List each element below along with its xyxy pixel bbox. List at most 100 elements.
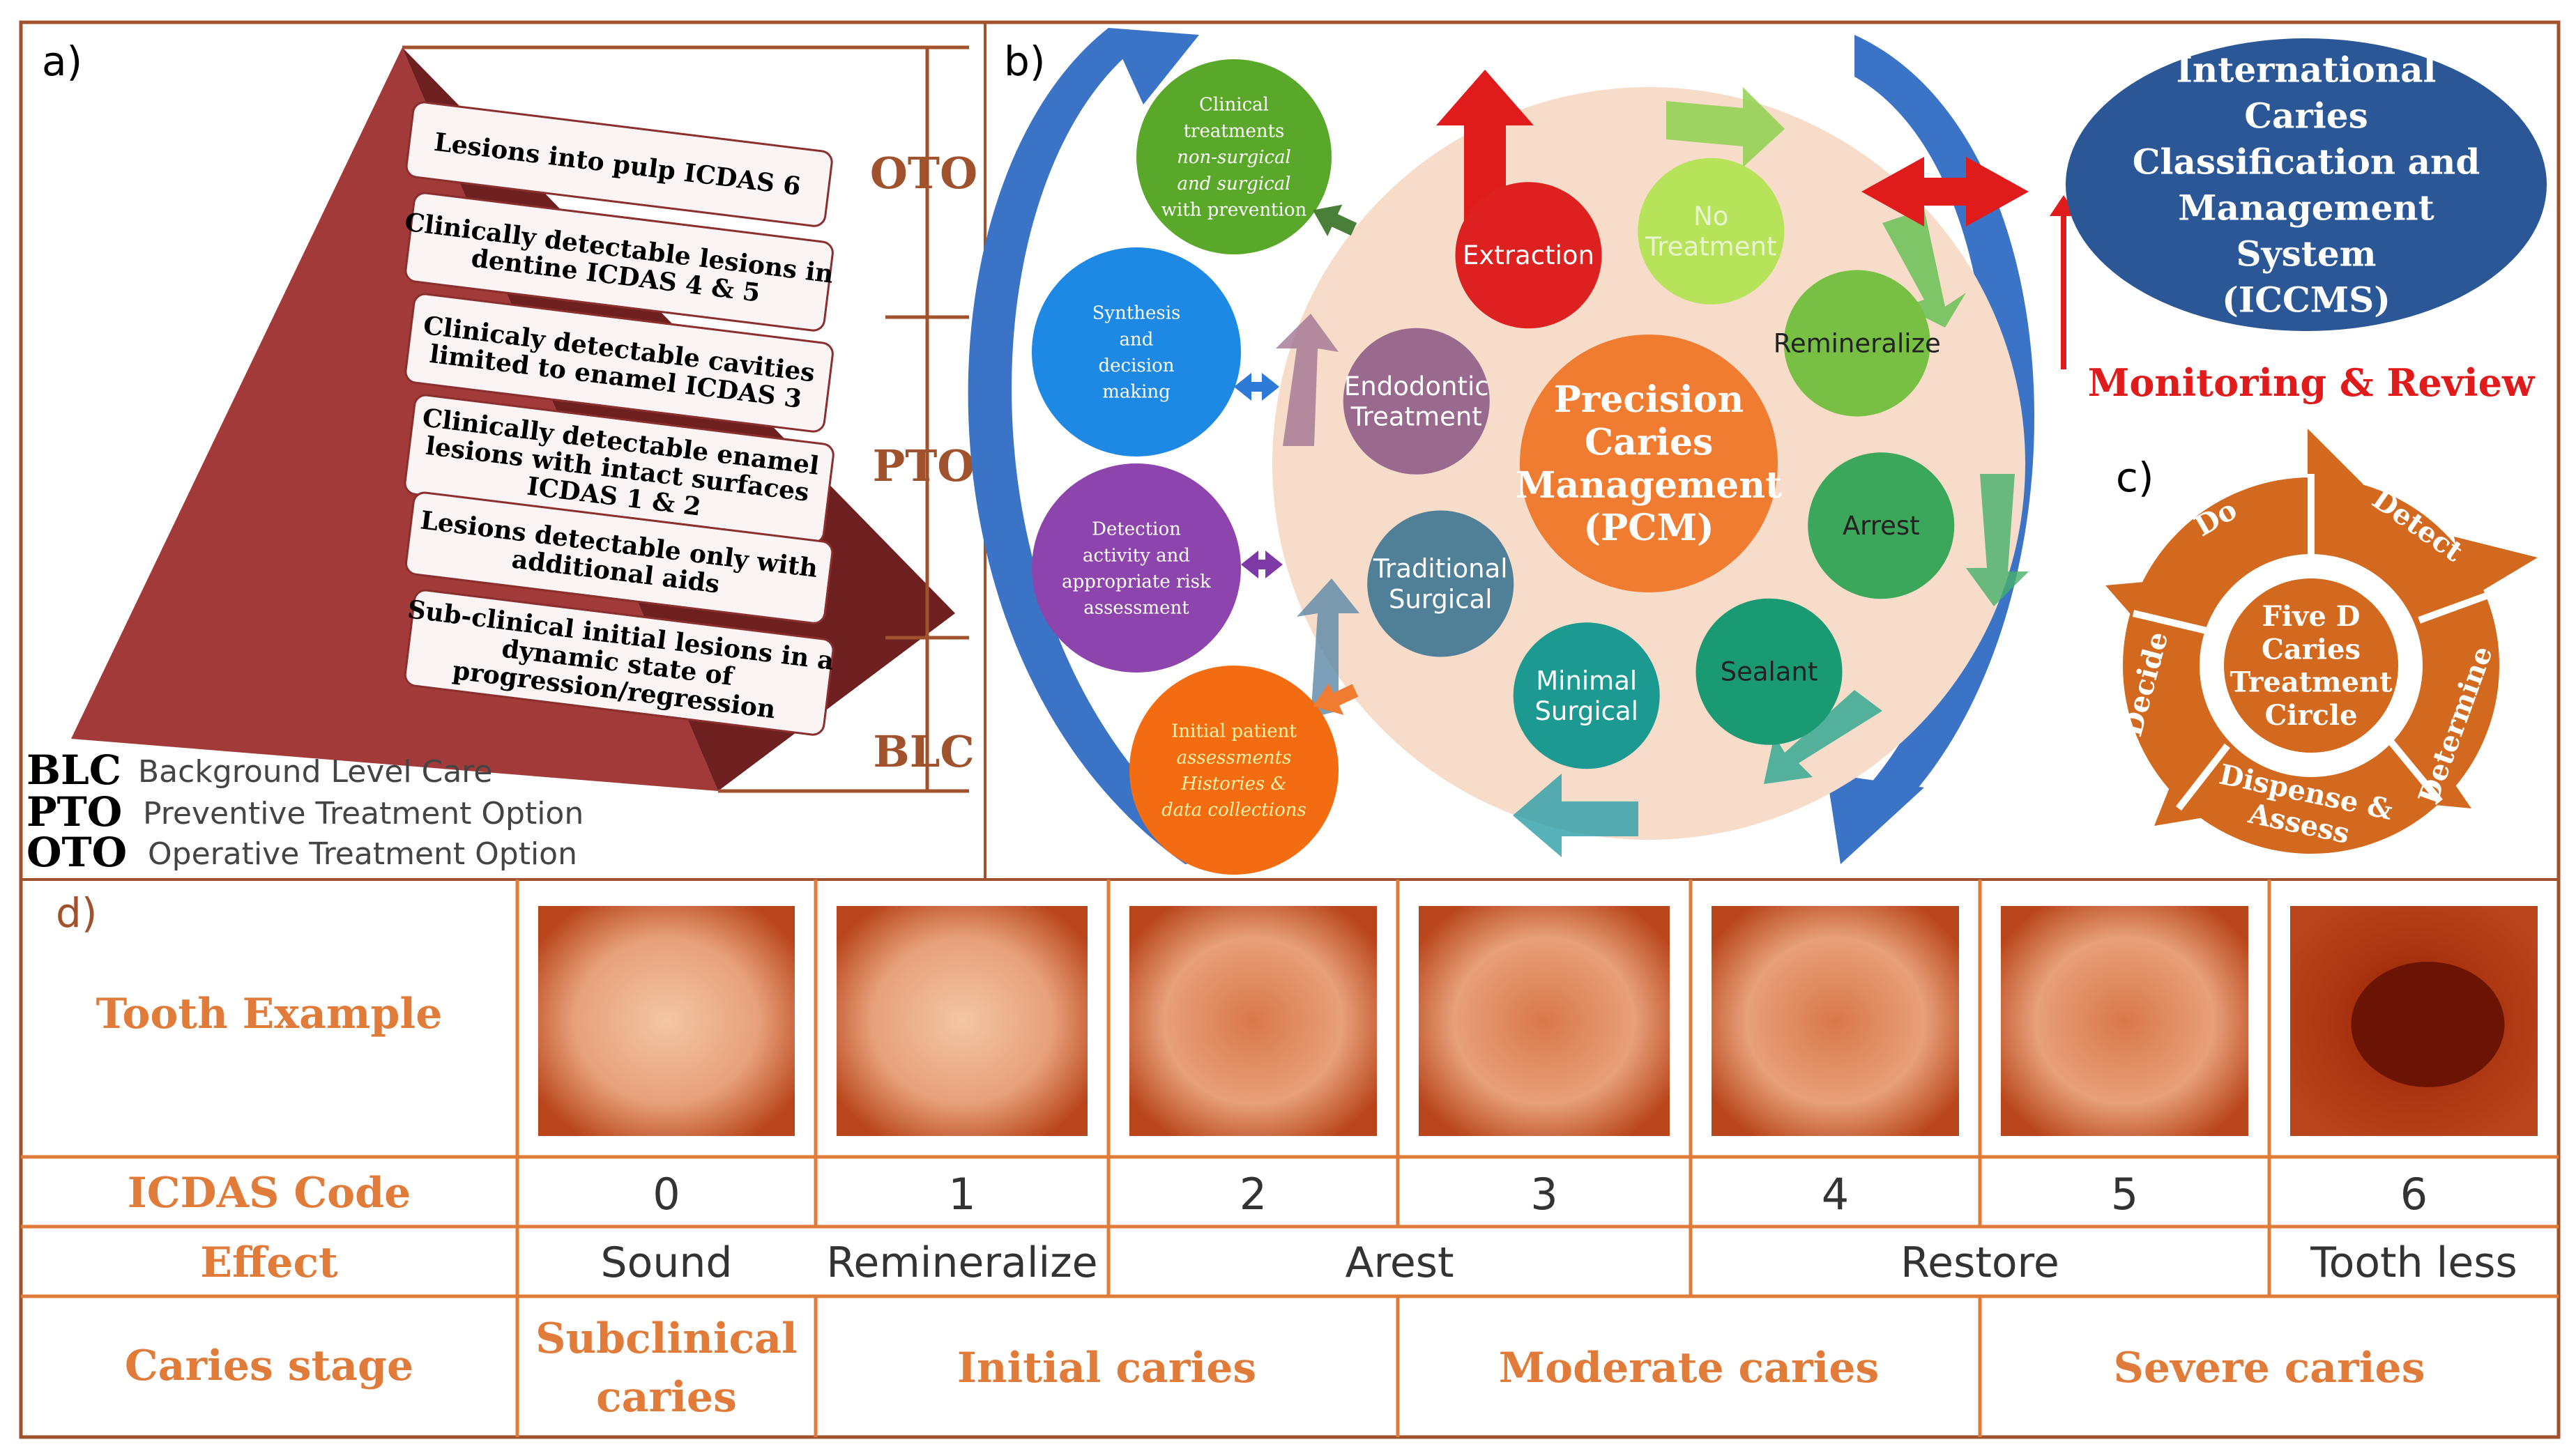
pcm-ring-label-line: No — [1693, 201, 1728, 231]
caries-stage-cell-line: Severe caries — [2114, 1344, 2425, 1392]
pcm-ring-label-line: Treatment — [1350, 401, 1482, 431]
pcm-ring-label-line: Extraction — [1463, 240, 1594, 270]
outer-cycle-arrow-left — [968, 28, 1227, 864]
pyramid-level: Clinically detectable lesions indentine … — [403, 192, 835, 332]
icdas-code: 3 — [1530, 1169, 1557, 1220]
iccms-label-line: (ICCMS) — [2222, 279, 2391, 321]
pcm-center-label-line: Precision — [1554, 378, 1744, 421]
step-connectors — [1234, 204, 1359, 715]
pyramid-level-box — [405, 101, 833, 227]
icdas-code: 0 — [653, 1169, 680, 1220]
legend-abbr-pto: PTO — [26, 788, 122, 836]
pyramid-level-box — [404, 192, 834, 332]
iccms-label-line: Caries — [2244, 95, 2368, 137]
icdas-code: 2 — [1240, 1169, 1267, 1220]
pcm-step-label-line: making — [1102, 382, 1171, 403]
caries-stage-cell-line: Moderate caries — [1499, 1344, 1880, 1392]
monitoring-review-label: Monitoring & Review — [2088, 360, 2536, 405]
pcm-diagram: NoTreatmentRemineralizeArrestSealantMini… — [968, 28, 2547, 875]
iccms-double-arrow — [1861, 157, 2029, 227]
pcm-ring-label-line: Arrest — [1843, 511, 1920, 541]
legend-abbr-blc: BLC — [26, 746, 121, 794]
tooth-example-image — [837, 906, 1088, 1136]
legend-text-oto: Operative Treatment Option — [148, 836, 577, 872]
icdas-code: 6 — [2400, 1169, 2428, 1220]
row-header: Effect — [200, 1238, 338, 1287]
oto-bracket-label: OTO — [870, 148, 977, 199]
icdas-code: 5 — [2111, 1169, 2138, 1220]
pcm-ring-nodes: NoTreatmentRemineralizeArrestSealantMini… — [1343, 158, 1955, 769]
panel-label-c: c) — [2116, 454, 2154, 501]
caries-stage-cell-line: caries — [596, 1373, 737, 1422]
panel-label-d: d) — [56, 889, 97, 937]
pyramid-front-face — [71, 47, 718, 791]
pcm-ring-node — [1783, 270, 1930, 417]
pcm-step-label-line: decision — [1099, 355, 1175, 376]
legend-abbr-oto: OTO — [26, 829, 127, 876]
blc-bracket-label: BLC — [873, 726, 974, 777]
table-grid — [21, 880, 2559, 1437]
pcm-step-label-line: treatments — [1184, 121, 1285, 141]
option-brackets — [402, 45, 969, 793]
pcm-ring-label-line: Traditional — [1373, 554, 1508, 584]
effect-cell: Arest — [1345, 1238, 1454, 1287]
pcm-step-label-line: non-surgical — [1177, 147, 1291, 168]
five-d-center-label-line: Five D — [2262, 600, 2361, 633]
panel-label-b: b) — [1004, 38, 1045, 85]
effect-cell: Remineralize — [826, 1238, 1097, 1287]
pcm-step-circle — [1136, 59, 1332, 254]
pcm-step-label-line: assessments — [1177, 747, 1292, 768]
pcm-ring-node — [1513, 622, 1660, 769]
pcm-ring-label-line: Endodontic — [1344, 371, 1489, 401]
legend-text-blc: Background Level Care — [138, 754, 493, 790]
pyramid-legend: BLC Background Level Care PTO Preventive… — [26, 746, 584, 876]
pyramid-level-box — [405, 491, 834, 624]
pcm-ring-label-line: Treatment — [1645, 232, 1776, 262]
tooth-examples — [538, 906, 2538, 1136]
pyramid-level-box — [404, 589, 834, 736]
row-header: Tooth Example — [96, 990, 443, 1038]
pcm-ring-node — [1367, 510, 1514, 657]
iccms-label-line: System — [2236, 233, 2376, 275]
extraction-up-arrow — [1436, 70, 1534, 223]
tooth-example-image — [1712, 906, 1959, 1136]
five-d-center-label-line: Caries — [2262, 633, 2361, 666]
pcm-step-label-line: with prevention — [1161, 200, 1307, 221]
pcm-step-label-line: Synthesis — [1092, 303, 1181, 324]
pcm-ring-node — [1808, 452, 1955, 599]
iccms-ellipse — [2066, 38, 2547, 331]
pcm-step-label-line: Detection — [1092, 519, 1181, 540]
effect-cell: Tooth less — [2310, 1238, 2517, 1287]
pcm-step-label-line: appropriate risk — [1062, 571, 1211, 592]
ring-flow-arrows — [1666, 87, 1785, 167]
iccms-label-line: Management — [2178, 187, 2434, 229]
pcm-center-circle — [1520, 335, 1778, 592]
five-d-separators — [2132, 474, 2497, 811]
pcm-step-circle — [1032, 247, 1241, 456]
pcm-ring-label-line: Surgical — [1534, 696, 1638, 726]
iccms-label-line: International — [2177, 49, 2437, 91]
pcm-step-label-line: assessment — [1083, 598, 1189, 619]
pcm-center-label-line: Management — [1516, 464, 1782, 507]
pcm-step-label-line: Histories & — [1180, 774, 1286, 794]
outer-cycle-arrowhead-right — [1827, 774, 1924, 864]
figure-frame — [19, 20, 2561, 1439]
row-header: ICDAS Code — [128, 1169, 411, 1218]
pcm-ring-label-line: Minimal — [1536, 666, 1637, 696]
tooth-example-image — [1129, 906, 1377, 1136]
pcm-ring-node — [1455, 182, 1602, 329]
pcm-ring-node — [1638, 158, 1785, 305]
tooth-example-image — [538, 906, 795, 1136]
pcm-step-circle — [1032, 463, 1241, 673]
